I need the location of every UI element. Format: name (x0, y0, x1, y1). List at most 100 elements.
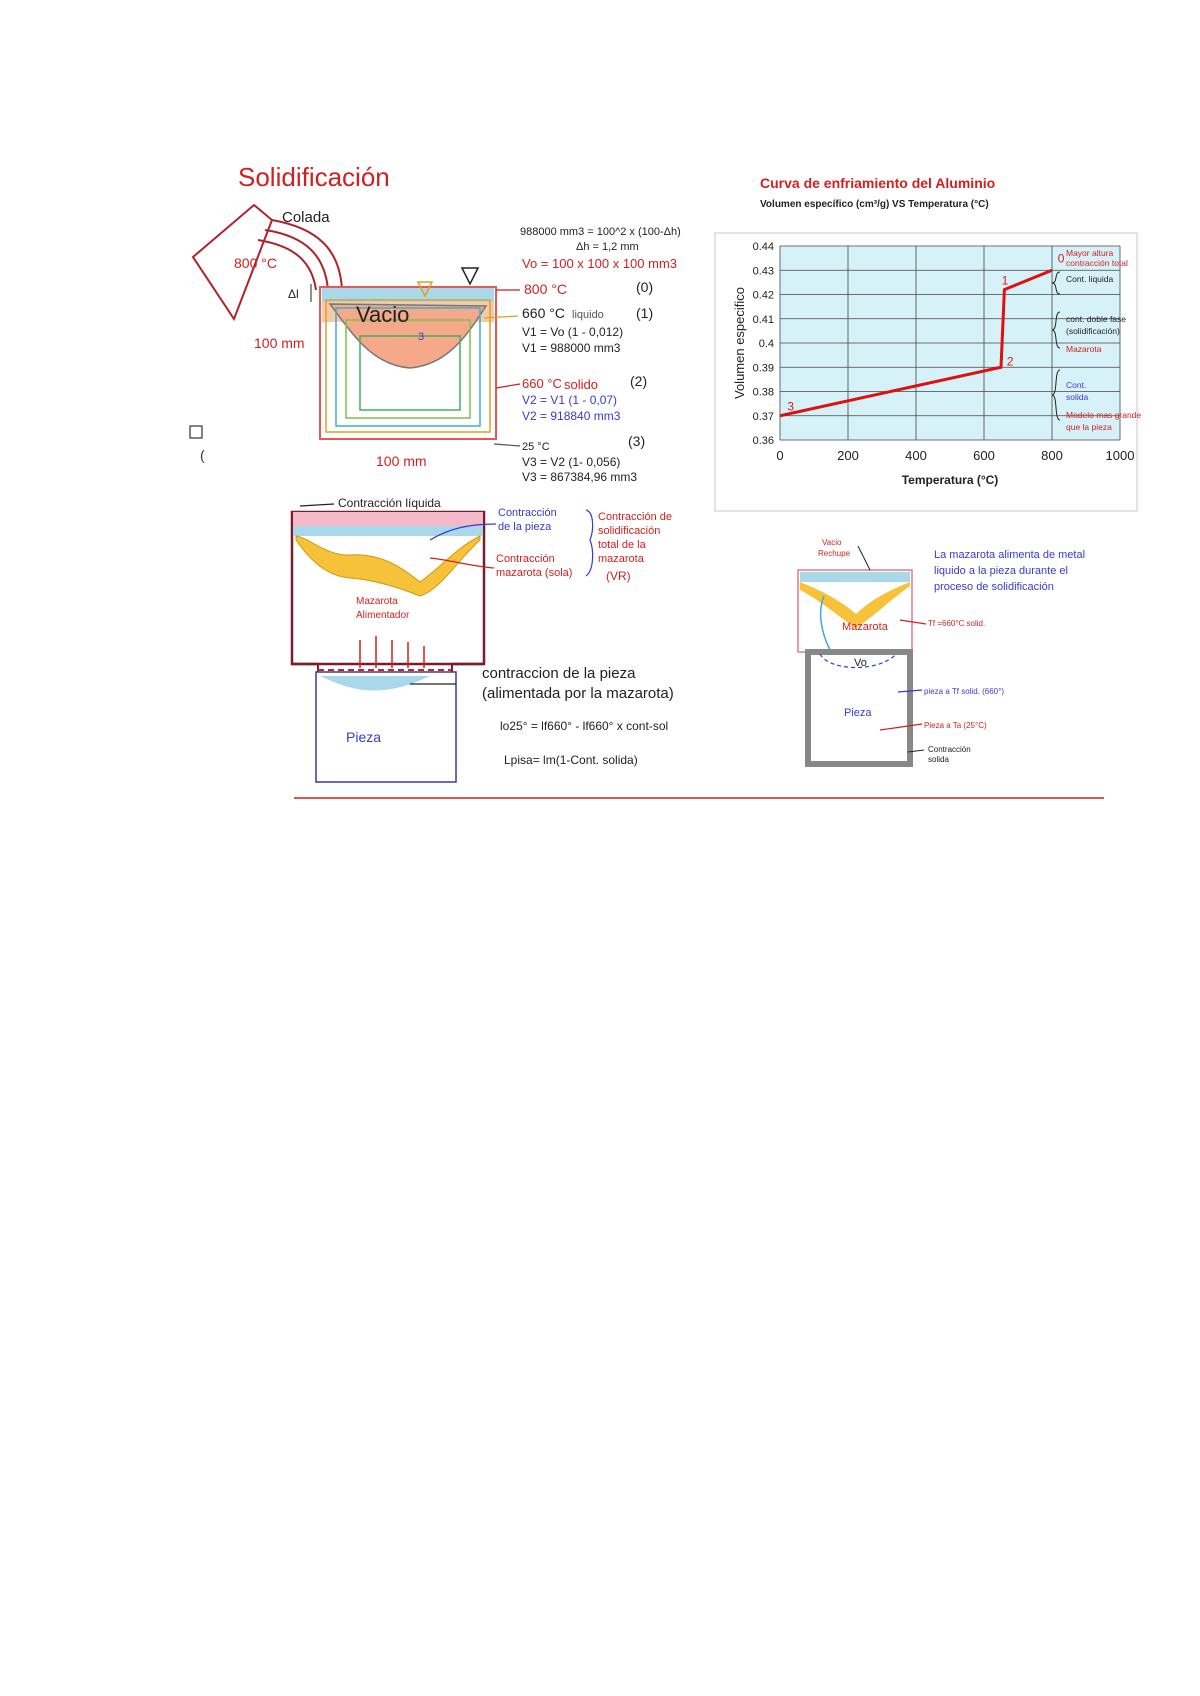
pour-temp-label: 800 °C (234, 255, 277, 271)
chart-subtitle: Volumen específico (cm³/g) VS Temperatur… (760, 199, 989, 210)
checkbox-glyph (189, 425, 203, 439)
x-tick-label: 400 (905, 448, 927, 463)
colada-label: Colada (282, 209, 330, 226)
eq-v0: Vo = 100 x 100 x 100 mm3 (522, 256, 677, 271)
mould (319, 267, 497, 440)
y-tick-label: 0.44 (753, 241, 774, 253)
formula-1: lo25° = lf660° - lf660° x cont-sol (500, 719, 668, 733)
state0-temp: 800 °C (524, 281, 567, 297)
right-desc-3: proceso de solidificación (934, 581, 1054, 593)
chart-frame (714, 232, 1138, 512)
right-contr-1: Contracción (928, 745, 971, 754)
right-pieza-ta: Pieza a Ta (25°C) (924, 721, 987, 730)
state1-eq2: V1 = 988000 mm3 (522, 341, 621, 355)
total-1: Contracción de (598, 511, 672, 523)
x-tick-label: 800 (1041, 448, 1063, 463)
contraccion-pieza-2: de la pieza (498, 521, 552, 533)
chart-annotation: cont. doble fase (1066, 314, 1126, 324)
state1-eq1: V1 = Vo (1 - 0,012) (522, 325, 623, 339)
state2-temp: 660 °C (522, 376, 562, 391)
chart-title: Curva de enfriamiento del Aluminio (760, 175, 995, 191)
point-label: 0 (1058, 252, 1065, 266)
y-axis-label: Volumen especifico (732, 287, 747, 399)
state1-temp: 660 °C (522, 305, 565, 321)
right-contr-2: solida (928, 755, 949, 764)
chart-annotation: que la pieza (1066, 422, 1112, 432)
riser-feeding-diagram (797, 545, 927, 767)
state1-num: (1) (636, 305, 653, 321)
chart-annotation: Modelo mas grande (1066, 410, 1141, 420)
state0-num: (0) (636, 279, 653, 295)
state2-phase: solido (564, 377, 598, 392)
x-tick-label: 200 (837, 448, 859, 463)
ladle (191, 203, 343, 322)
right-pieza: Pieza (844, 707, 872, 719)
point-label: 1 (1002, 273, 1009, 287)
annotation-brace (1051, 369, 1061, 421)
mazarota-label-1: Mazarota (356, 596, 398, 607)
formula-2: Lpisa= lm(1-Cont. solida) (504, 753, 638, 767)
y-tick-label: 0.37 (753, 411, 774, 423)
y-tick-label: 0.43 (753, 265, 774, 277)
pieza-label: Pieza (346, 729, 381, 745)
total-5: (VR) (606, 569, 631, 583)
marker-3: 3 (418, 331, 424, 343)
point-label: 2 (1007, 355, 1014, 369)
page-title: Solidificación (238, 162, 390, 192)
contraccion-mazarota-2: mazarota (sola) (496, 567, 572, 579)
state3-eq2: V3 = 867384,96 mm3 (522, 470, 637, 484)
contraccion-mazarota-1: Contracción (496, 553, 555, 565)
cooling-curve-line (779, 268, 1053, 418)
y-tick-label: 0.41 (753, 314, 774, 326)
riser-diagram (290, 503, 594, 783)
state-equations: 988000 mm3 = 100^2 x (100-Δh) Δh = 1,2 m… (483, 226, 681, 484)
vacio-label: Vacio (356, 302, 409, 327)
annotation-brace (1051, 271, 1061, 295)
right-vacio-1: Vacio (822, 538, 842, 547)
delta-label: Δl (288, 287, 299, 301)
dim-bottom-label: 100 mm (376, 453, 427, 469)
right-desc-1: La mazarota alimenta de metal (934, 549, 1085, 561)
pieza-contraccion-1: contraccion de la pieza (482, 665, 636, 682)
x-tick-label: 0 (776, 448, 783, 463)
y-tick-label: 0.42 (753, 290, 774, 302)
right-pieza-tf: pieza a Tf solid. (660°) (924, 687, 1004, 696)
total-3: total de la (598, 539, 647, 551)
state1-phase: liquido (572, 309, 604, 321)
state3-eq1: V3 = V2 (1- 0,056) (522, 455, 620, 469)
x-tick-label: 1000 (1106, 448, 1135, 463)
state3-temp: 25 °C (522, 441, 550, 453)
eq-top-1: 988000 mm3 = 100^2 x (100-Δh) (520, 226, 681, 238)
pieza-contraccion-2: (alimentada por la mazarota) (482, 685, 674, 702)
cooling-curve-chart: 0 200 400 600 800 1000 0.36 0.37 0.38 0.39 0.4 0.41… (732, 241, 1141, 487)
annotation-brace (1051, 311, 1061, 349)
eq-top-2: Δh = 1,2 mm (576, 241, 639, 253)
right-vo: Vo (854, 657, 867, 669)
dim-left-label: 100 mm (254, 335, 305, 351)
total-2: solidificación (598, 525, 660, 537)
y-tick-label: 0.36 (753, 435, 774, 447)
mazarota-label-2: Alimentador (356, 610, 410, 621)
right-desc-2: liquido a la pieza durante el (934, 565, 1068, 577)
state2-num: (2) (630, 373, 647, 389)
contraccion-liquida-label: Contracción líquida (338, 496, 441, 510)
total-4: mazarota (598, 553, 645, 565)
chart-annotation: (solidificación) (1066, 326, 1120, 336)
x-tick-label: 600 (973, 448, 995, 463)
state2-eq1: V2 = V1 (1 - 0,07) (522, 393, 617, 407)
y-tick-label: 0.4 (759, 338, 774, 350)
chart-annotation: Mazarota (1066, 344, 1102, 354)
right-vacio-2: Rechupe (818, 549, 851, 558)
x-axis-label: Temperatura (°C) (902, 473, 999, 487)
right-mazarota: Mazarota (842, 621, 889, 633)
state3-num: (3) (628, 433, 645, 449)
right-tf: Tf =660°C solid. (928, 619, 985, 628)
chart-annotation: solida (1066, 392, 1088, 402)
chart-annotation: contracción total (1066, 258, 1128, 268)
y-tick-label: 0.38 (753, 387, 774, 399)
state2-eq2: V2 = 918840 mm3 (522, 409, 621, 423)
bracket-glyph: ( (200, 447, 205, 463)
point-label: 3 (787, 400, 794, 414)
y-tick-label: 0.39 (753, 362, 774, 374)
